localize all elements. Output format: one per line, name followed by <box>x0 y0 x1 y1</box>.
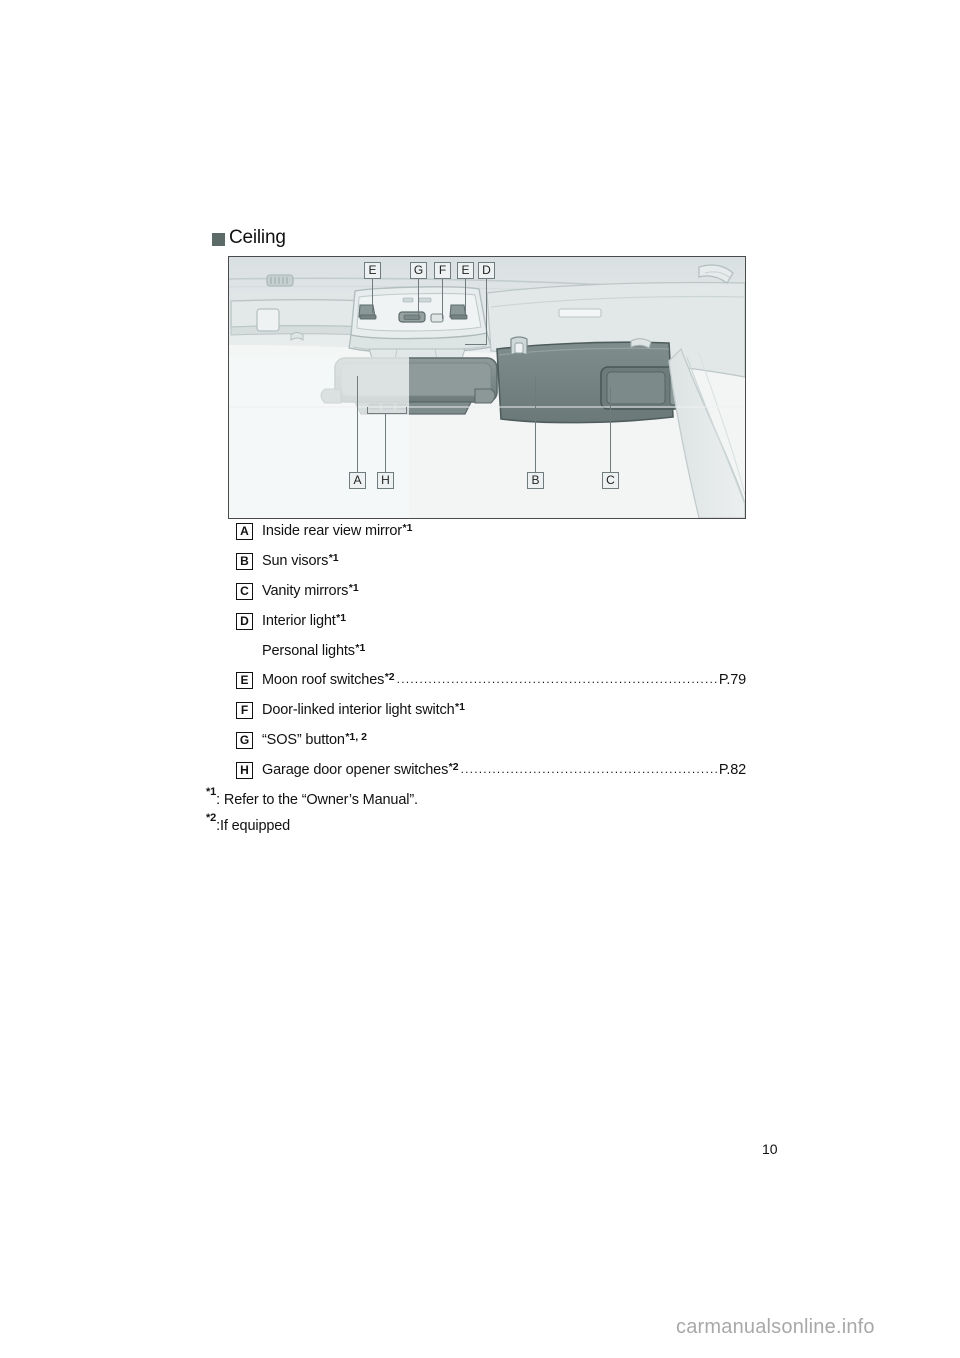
callout-box-f: F <box>434 262 451 279</box>
item-footnote-marker-d: *1 <box>336 612 347 624</box>
item-badge-c: C <box>236 583 253 600</box>
page-reference-e[interactable]: P.79 <box>718 672 746 688</box>
callout-box-d: D <box>478 262 495 279</box>
leader-dots-e: ........................................… <box>396 672 718 686</box>
item-label-personal-lights: Personal lights <box>262 643 355 659</box>
callout-box-h: H <box>377 472 394 489</box>
item-footnote-marker-e: *2 <box>384 671 395 683</box>
callout-line-h-left <box>367 407 369 414</box>
list-item: E Moon roof switches*2 .................… <box>236 670 746 700</box>
callout-line-a <box>357 376 359 472</box>
item-footnote-marker-c: *1 <box>348 582 359 594</box>
callout-box-e1: E <box>364 262 381 279</box>
item-badge-spacer <box>236 643 253 660</box>
callout-hline-h <box>367 413 407 415</box>
callout-line-h <box>385 414 387 472</box>
list-item-continuation: Personal lights*1 <box>236 641 746 670</box>
item-label-b: Sun visors <box>262 553 329 569</box>
callout-box-b: B <box>527 472 544 489</box>
item-label-f: Door-linked interior light switch <box>262 702 455 718</box>
item-label-a: Inside rear view mirror <box>262 523 402 539</box>
page-number: 10 <box>762 1141 778 1157</box>
callout-line-f <box>442 279 444 319</box>
page-reference-h[interactable]: P.82 <box>718 762 746 778</box>
callout-line-e1 <box>372 279 374 313</box>
item-label-g: “SOS” button <box>262 732 345 748</box>
ceiling-component-list: A Inside rear view mirror*1 B Sun visors… <box>236 521 746 790</box>
item-badge-e: E <box>236 672 253 689</box>
item-badge-a: A <box>236 523 253 540</box>
item-badge-g: G <box>236 732 253 749</box>
callout-box-e2: E <box>457 262 474 279</box>
list-item: B Sun visors*1 <box>236 551 746 581</box>
footnote-2-marker: *2 <box>206 812 217 824</box>
leader-dots-h: ........................................… <box>460 762 718 776</box>
item-footnote-marker-g: *1, 2 <box>345 731 367 743</box>
item-footnote-marker-f: *1 <box>455 701 465 713</box>
footnote-1-text: : Refer to the “Owner’s Manual”. <box>216 791 418 808</box>
item-badge-f: F <box>236 702 253 719</box>
callout-box-c: C <box>602 472 619 489</box>
footnote-2-text: :If equipped <box>216 817 291 834</box>
callout-line-c <box>610 387 612 472</box>
page-title: Ceiling <box>229 227 286 248</box>
list-item: H Garage door opener switches*2 ........… <box>236 760 746 790</box>
item-body-d: Interior light*1 <box>262 611 746 632</box>
item-body-h: Garage door opener switches*2 ..........… <box>262 760 746 781</box>
list-item: C Vanity mirrors*1 <box>236 581 746 611</box>
callout-box-a: A <box>349 472 366 489</box>
item-badge-d: D <box>236 613 253 630</box>
list-item: A Inside rear view mirror*1 <box>236 521 746 551</box>
item-badge-h: H <box>236 762 253 779</box>
item-body-g: “SOS” button*1, 2 <box>262 730 746 751</box>
item-body-b: Sun visors*1 <box>262 551 746 572</box>
item-body-a: Inside rear view mirror*1 <box>262 521 746 542</box>
callout-line-e2 <box>465 279 467 313</box>
footnote-2: *2:If equipped <box>206 812 418 841</box>
item-footnote-marker-a: *1 <box>402 522 413 534</box>
callout-line-g <box>418 279 420 319</box>
ceiling-illustration: E G F E D A H B C <box>228 256 746 519</box>
list-item: G “SOS” button*1, 2 <box>236 730 746 760</box>
list-item: F Door-linked interior light switch*1 <box>236 700 746 730</box>
item-label-d: Interior light <box>262 613 336 629</box>
item-label-h: Garage door opener switches <box>262 762 449 778</box>
site-watermark: carmanualsonline.info <box>676 1316 875 1338</box>
item-label-c: Vanity mirrors <box>262 583 349 599</box>
footnote-1-marker: *1 <box>206 786 217 798</box>
item-footnote-marker-h: *2 <box>448 761 459 773</box>
item-body-e: Moon roof switches*2 ...................… <box>262 670 746 691</box>
footnotes-block: *1: Refer to the “Owner’s Manual”. *2:If… <box>206 786 418 841</box>
list-item: D Interior light*1 <box>236 611 746 641</box>
item-body-c: Vanity mirrors*1 <box>262 581 746 602</box>
item-body-personal-lights: Personal lights*1 <box>262 641 746 662</box>
item-footnote-marker-personal-lights: *1 <box>355 642 366 654</box>
item-footnote-marker-b: *1 <box>328 552 339 564</box>
callout-box-g: G <box>410 262 427 279</box>
item-label-e: Moon roof switches <box>262 672 385 688</box>
page-section-heading: Ceiling <box>212 227 286 249</box>
callout-line-h-right <box>406 407 408 414</box>
square-bullet-icon <box>212 232 225 246</box>
callout-hline-d <box>465 344 487 346</box>
footnote-1: *1: Refer to the “Owner’s Manual”. <box>206 786 418 815</box>
item-badge-b: B <box>236 553 253 570</box>
callout-line-b <box>535 377 537 472</box>
item-body-f: Door-linked interior light switch*1 <box>262 700 746 721</box>
callout-line-d <box>486 279 488 345</box>
